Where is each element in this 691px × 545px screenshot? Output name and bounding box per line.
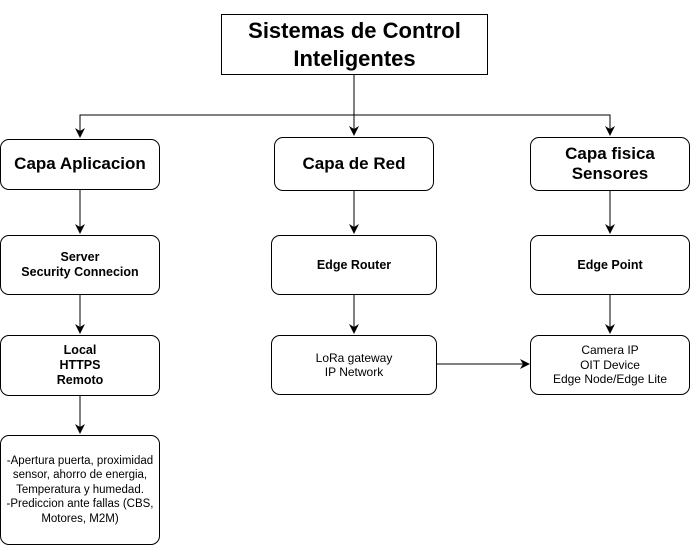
server-node: Server Security Connecion — [0, 235, 160, 295]
network-node: LoRa gateway IP Network — [271, 335, 437, 395]
edge-title-to-aplicacion — [75, 75, 355, 138]
devices-node: Camera IP OIT Device Edge Node/Edge Lite — [530, 335, 690, 395]
layer-fisica-node: Capa fisica Sensores — [530, 137, 690, 191]
edge-title-to-fisica — [354, 114, 615, 136]
layer-red-node: Capa de Red — [274, 137, 434, 191]
applications-node: -Apertura puerta, proximidad sensor, aho… — [0, 435, 160, 545]
layer-aplicacion-node: Capa Aplicacion — [0, 139, 160, 190]
protocol-node: Local HTTPS Remoto — [0, 335, 160, 396]
title-node: Sistemas de Control Inteligentes — [221, 14, 488, 75]
edge-point-node: Edge Point — [530, 235, 690, 295]
edge-router-node: Edge Router — [271, 235, 437, 295]
